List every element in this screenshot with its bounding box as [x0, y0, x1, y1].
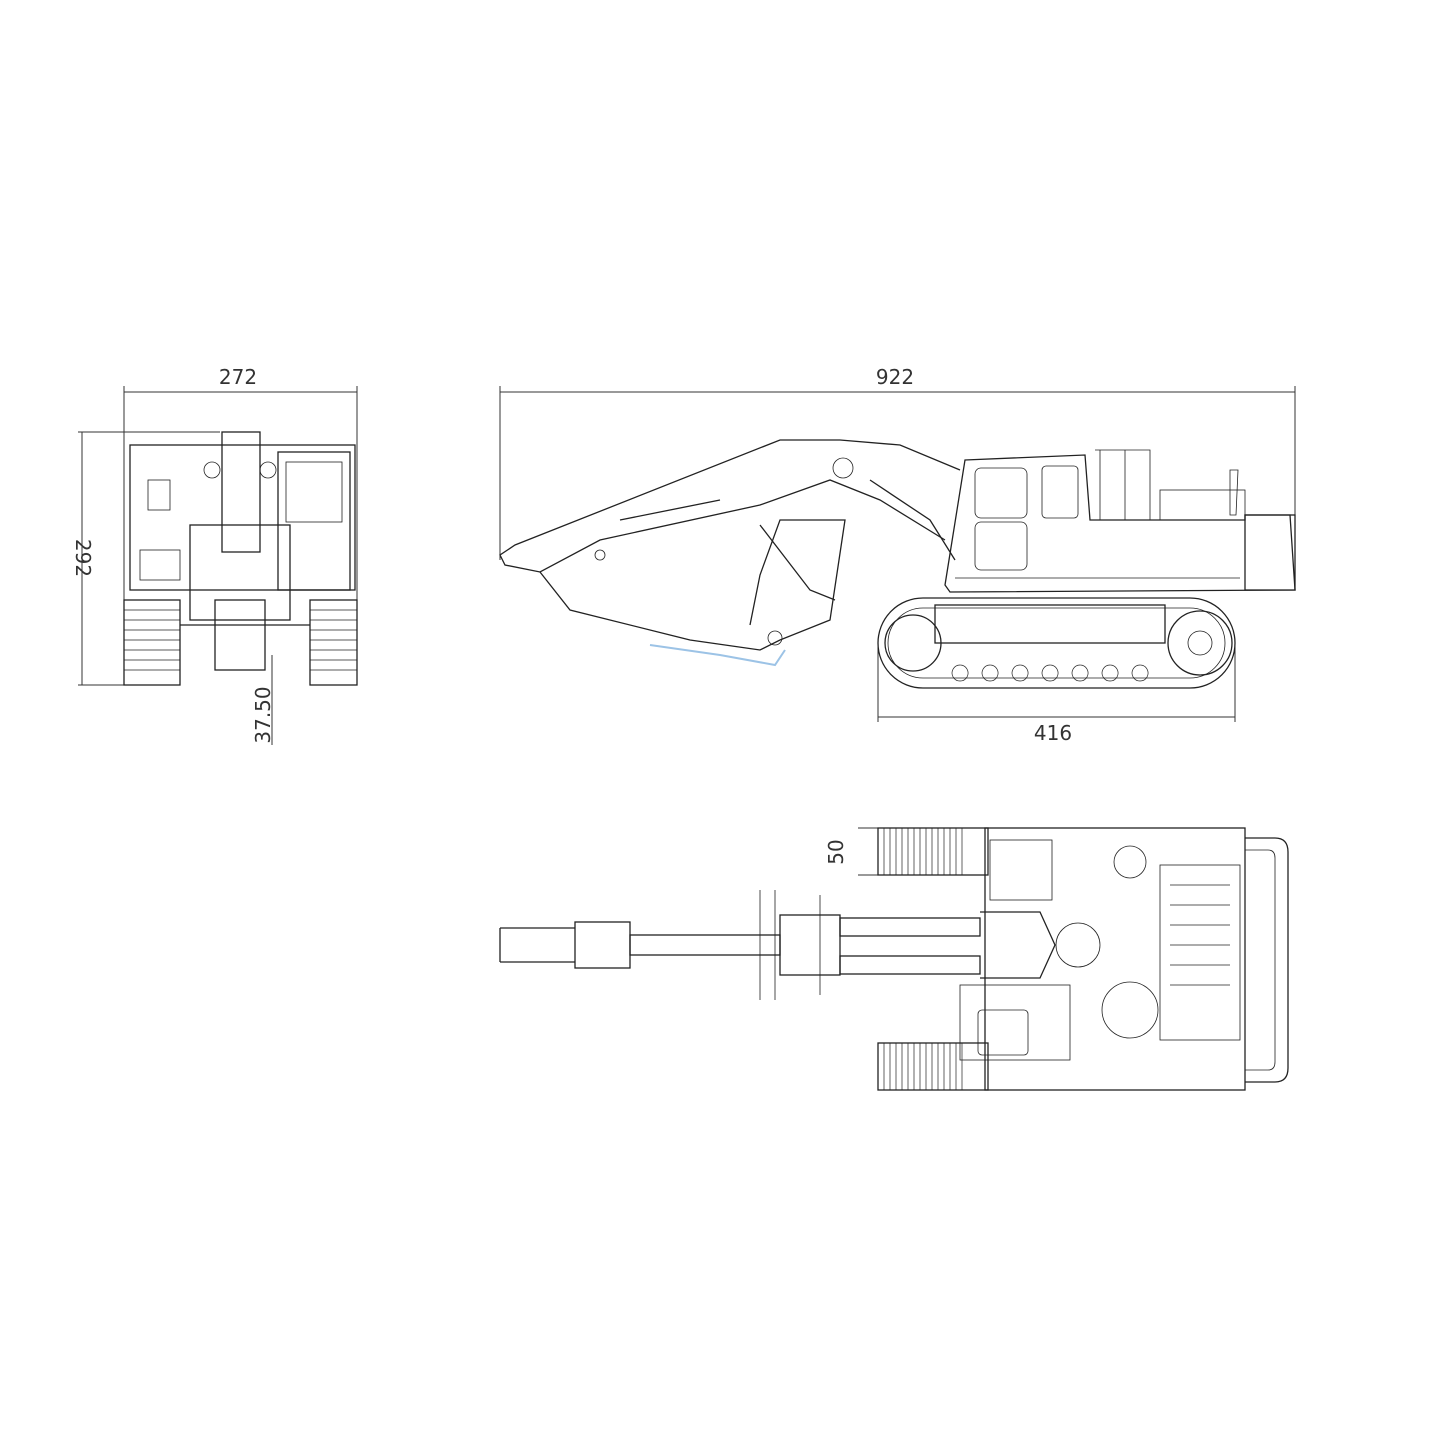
side-view: 922 416	[499, 365, 1296, 745]
front-height-dimension: 292	[71, 431, 220, 686]
front-left-track	[123, 599, 181, 686]
track-length-label: 416	[1034, 721, 1072, 745]
track-width-label: 50	[824, 839, 848, 864]
front-width-dimension: 272	[123, 365, 358, 600]
overall-length-label: 922	[876, 365, 914, 389]
front-height-label: 292	[71, 539, 95, 577]
track-width-dimension: 50	[824, 827, 878, 876]
top-upper-track	[877, 827, 989, 876]
bucket-link-highlight	[649, 644, 786, 667]
front-right-track	[309, 599, 358, 686]
ground-clearance-dimension: 37.50	[251, 655, 275, 745]
front-width-label: 272	[219, 365, 257, 389]
track-length-dimension: 416	[877, 640, 1236, 745]
ground-clearance-label: 37.50	[251, 686, 275, 743]
top-view: 50	[499, 827, 1289, 1091]
side-track	[877, 597, 1236, 689]
front-view: 272 292 37.50	[71, 365, 358, 745]
overall-length-dimension: 922	[499, 365, 1296, 560]
top-lower-track	[877, 1042, 989, 1091]
